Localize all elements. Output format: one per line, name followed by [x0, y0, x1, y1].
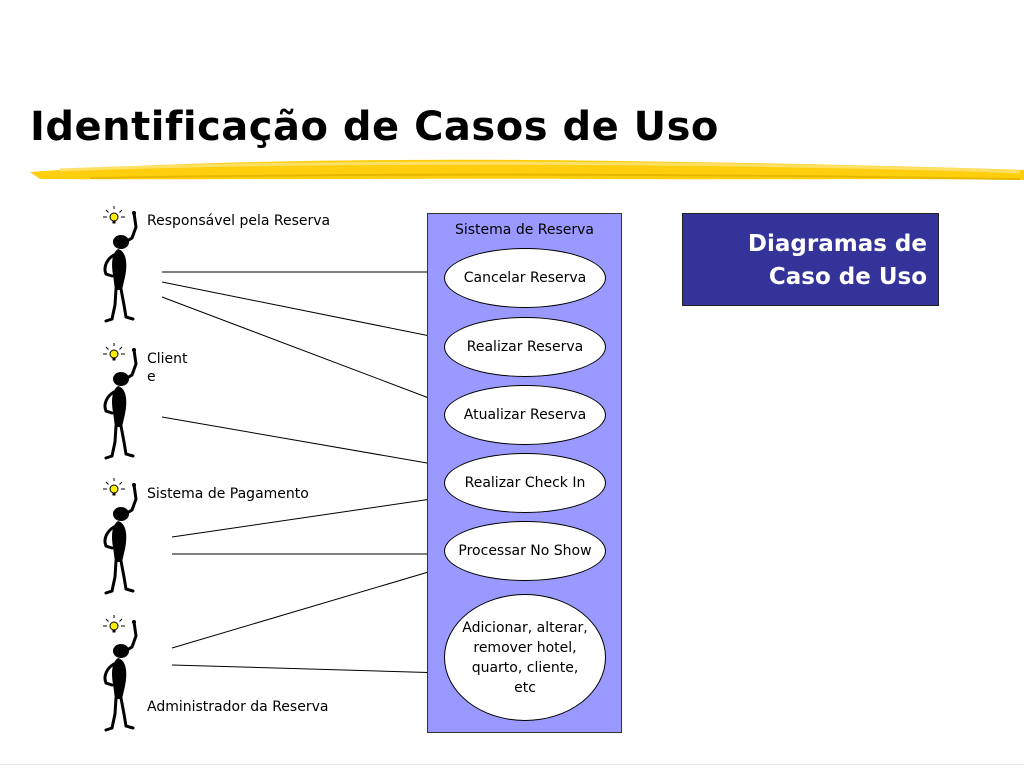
actor-label-cliente-line1: Client	[147, 351, 188, 367]
usecase-label: Atualizar Reserva	[463, 407, 587, 423]
usecase-realizar-check-in[interactable]: Realizar Check In	[444, 453, 606, 513]
association-line	[171, 664, 446, 674]
actor-figure	[101, 477, 138, 595]
actor-label-responsavel: Responsável pela Reserva	[147, 213, 331, 229]
actor-label-pagamento: Sistema de Pagamento	[147, 486, 309, 502]
actor-label-administrador: Administrador da Reserva	[147, 699, 329, 715]
usecase-label: Realizar Check In	[464, 475, 586, 491]
usecase-label: Processar No Show	[458, 543, 592, 559]
usecase-adicionar-alterar-remover[interactable]: Adicionar, alterar, remover hotel, quart…	[444, 594, 606, 721]
actor-label-cliente-line2: e	[147, 369, 156, 385]
usecase-processar-no-show[interactable]: Processar No Show	[444, 521, 606, 581]
actor-figure	[101, 205, 138, 323]
association-line	[161, 296, 451, 407]
note-line2: Caso de Uso	[768, 264, 927, 290]
bottom-divider	[0, 764, 1024, 765]
system-label: Sistema de Reserva	[454, 222, 595, 238]
note-line1: Diagramas de	[747, 231, 927, 257]
actor-figure	[101, 342, 138, 460]
usecase-cancelar-reserva[interactable]: Cancelar Reserva	[444, 248, 606, 308]
association-line	[161, 416, 451, 468]
association-line	[171, 564, 453, 649]
association-line	[171, 495, 453, 538]
actor-label-cliente: Client e	[147, 350, 188, 386]
usecase-label: Adicionar, alterar, remover hotel, quart…	[462, 619, 588, 696]
usecase-atualizar-reserva[interactable]: Atualizar Reserva	[444, 385, 606, 445]
association-line	[161, 281, 451, 341]
usecase-label: Realizar Reserva	[466, 339, 584, 355]
diagram-type-note: Diagramas de Caso de Uso	[682, 213, 939, 306]
usecase-label: Cancelar Reserva	[463, 270, 587, 286]
slide-title: Identificação de Casos de Uso	[30, 104, 719, 150]
actor-figure	[101, 614, 138, 732]
usecase-realizar-reserva[interactable]: Realizar Reserva	[444, 317, 606, 377]
title-highlight-stroke	[30, 159, 1024, 180]
